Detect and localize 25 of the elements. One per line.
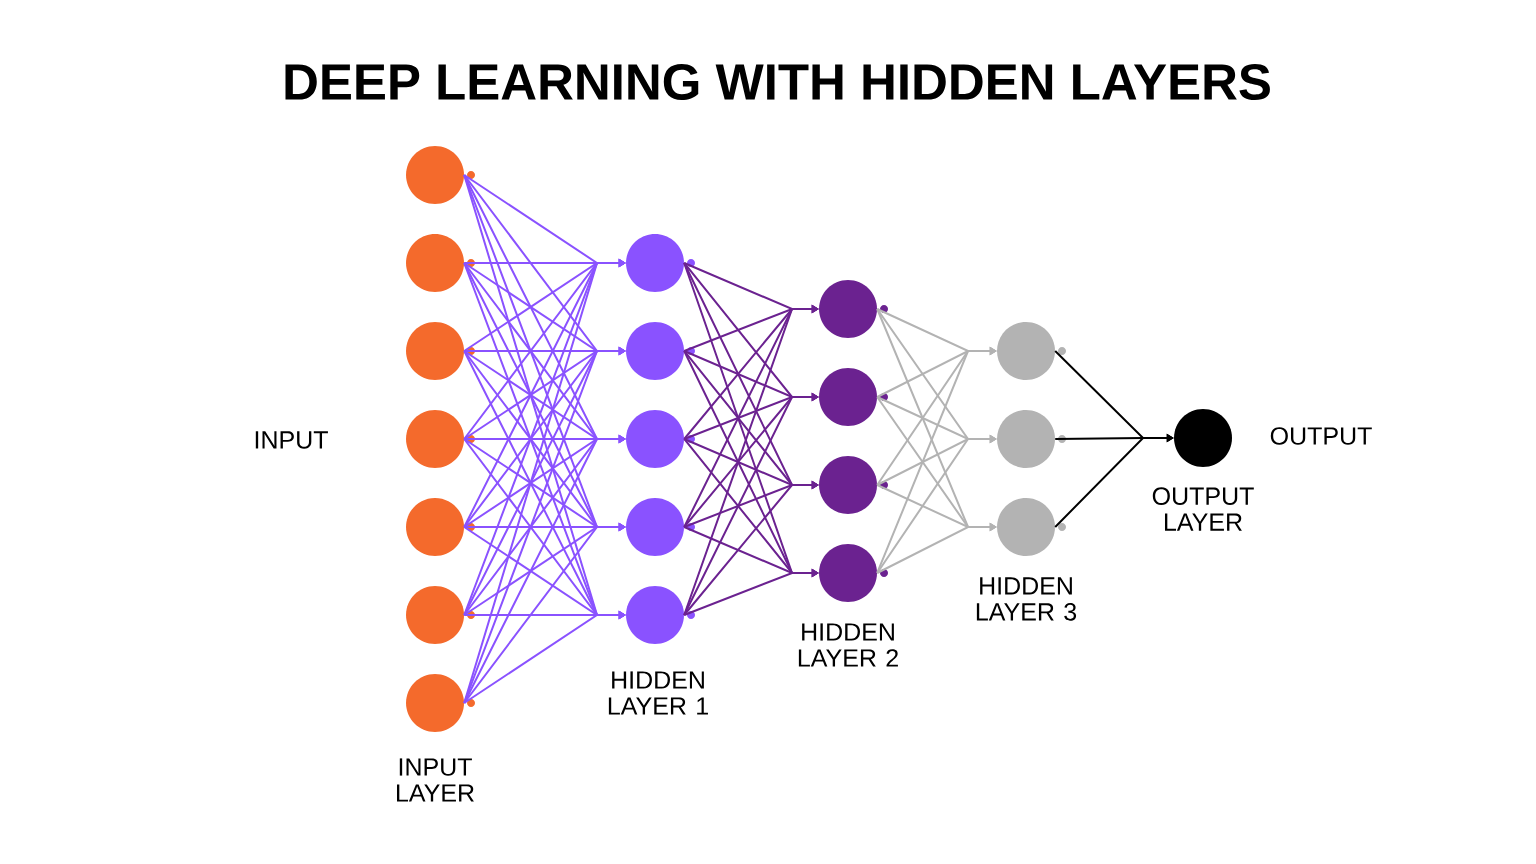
title: DEEP LEARNING WITH HIDDEN LAYERS [285, 63, 1270, 101]
neuron-circle [626, 322, 695, 380]
neuron-circle [819, 456, 888, 514]
layer-label: INPUT [255, 431, 328, 449]
neuron-circle [626, 410, 695, 468]
neuron-circle [406, 586, 475, 644]
neuron-circle [819, 544, 888, 602]
neuron-circle [406, 410, 475, 468]
neuron-circle [626, 586, 695, 644]
neuron-circle [997, 322, 1066, 380]
neuron-circle [819, 280, 888, 338]
neuron-circle [406, 322, 475, 380]
layer-label: HIDDEN LAYER 1 [608, 671, 708, 715]
neuron-circle [626, 498, 695, 556]
neuron-circle [406, 498, 475, 556]
neuron-circle [819, 368, 888, 426]
layer-label: INPUT LAYER [397, 758, 474, 802]
neuron-circle [997, 410, 1066, 468]
neuron-circle [997, 498, 1066, 556]
neuron-circle [406, 674, 475, 732]
neuron-circle [406, 146, 475, 204]
neuron-circle [626, 234, 695, 292]
neuron-circle [406, 234, 475, 292]
neuron-circle [1174, 409, 1232, 467]
layer-label: OUTPUT [1270, 427, 1372, 445]
